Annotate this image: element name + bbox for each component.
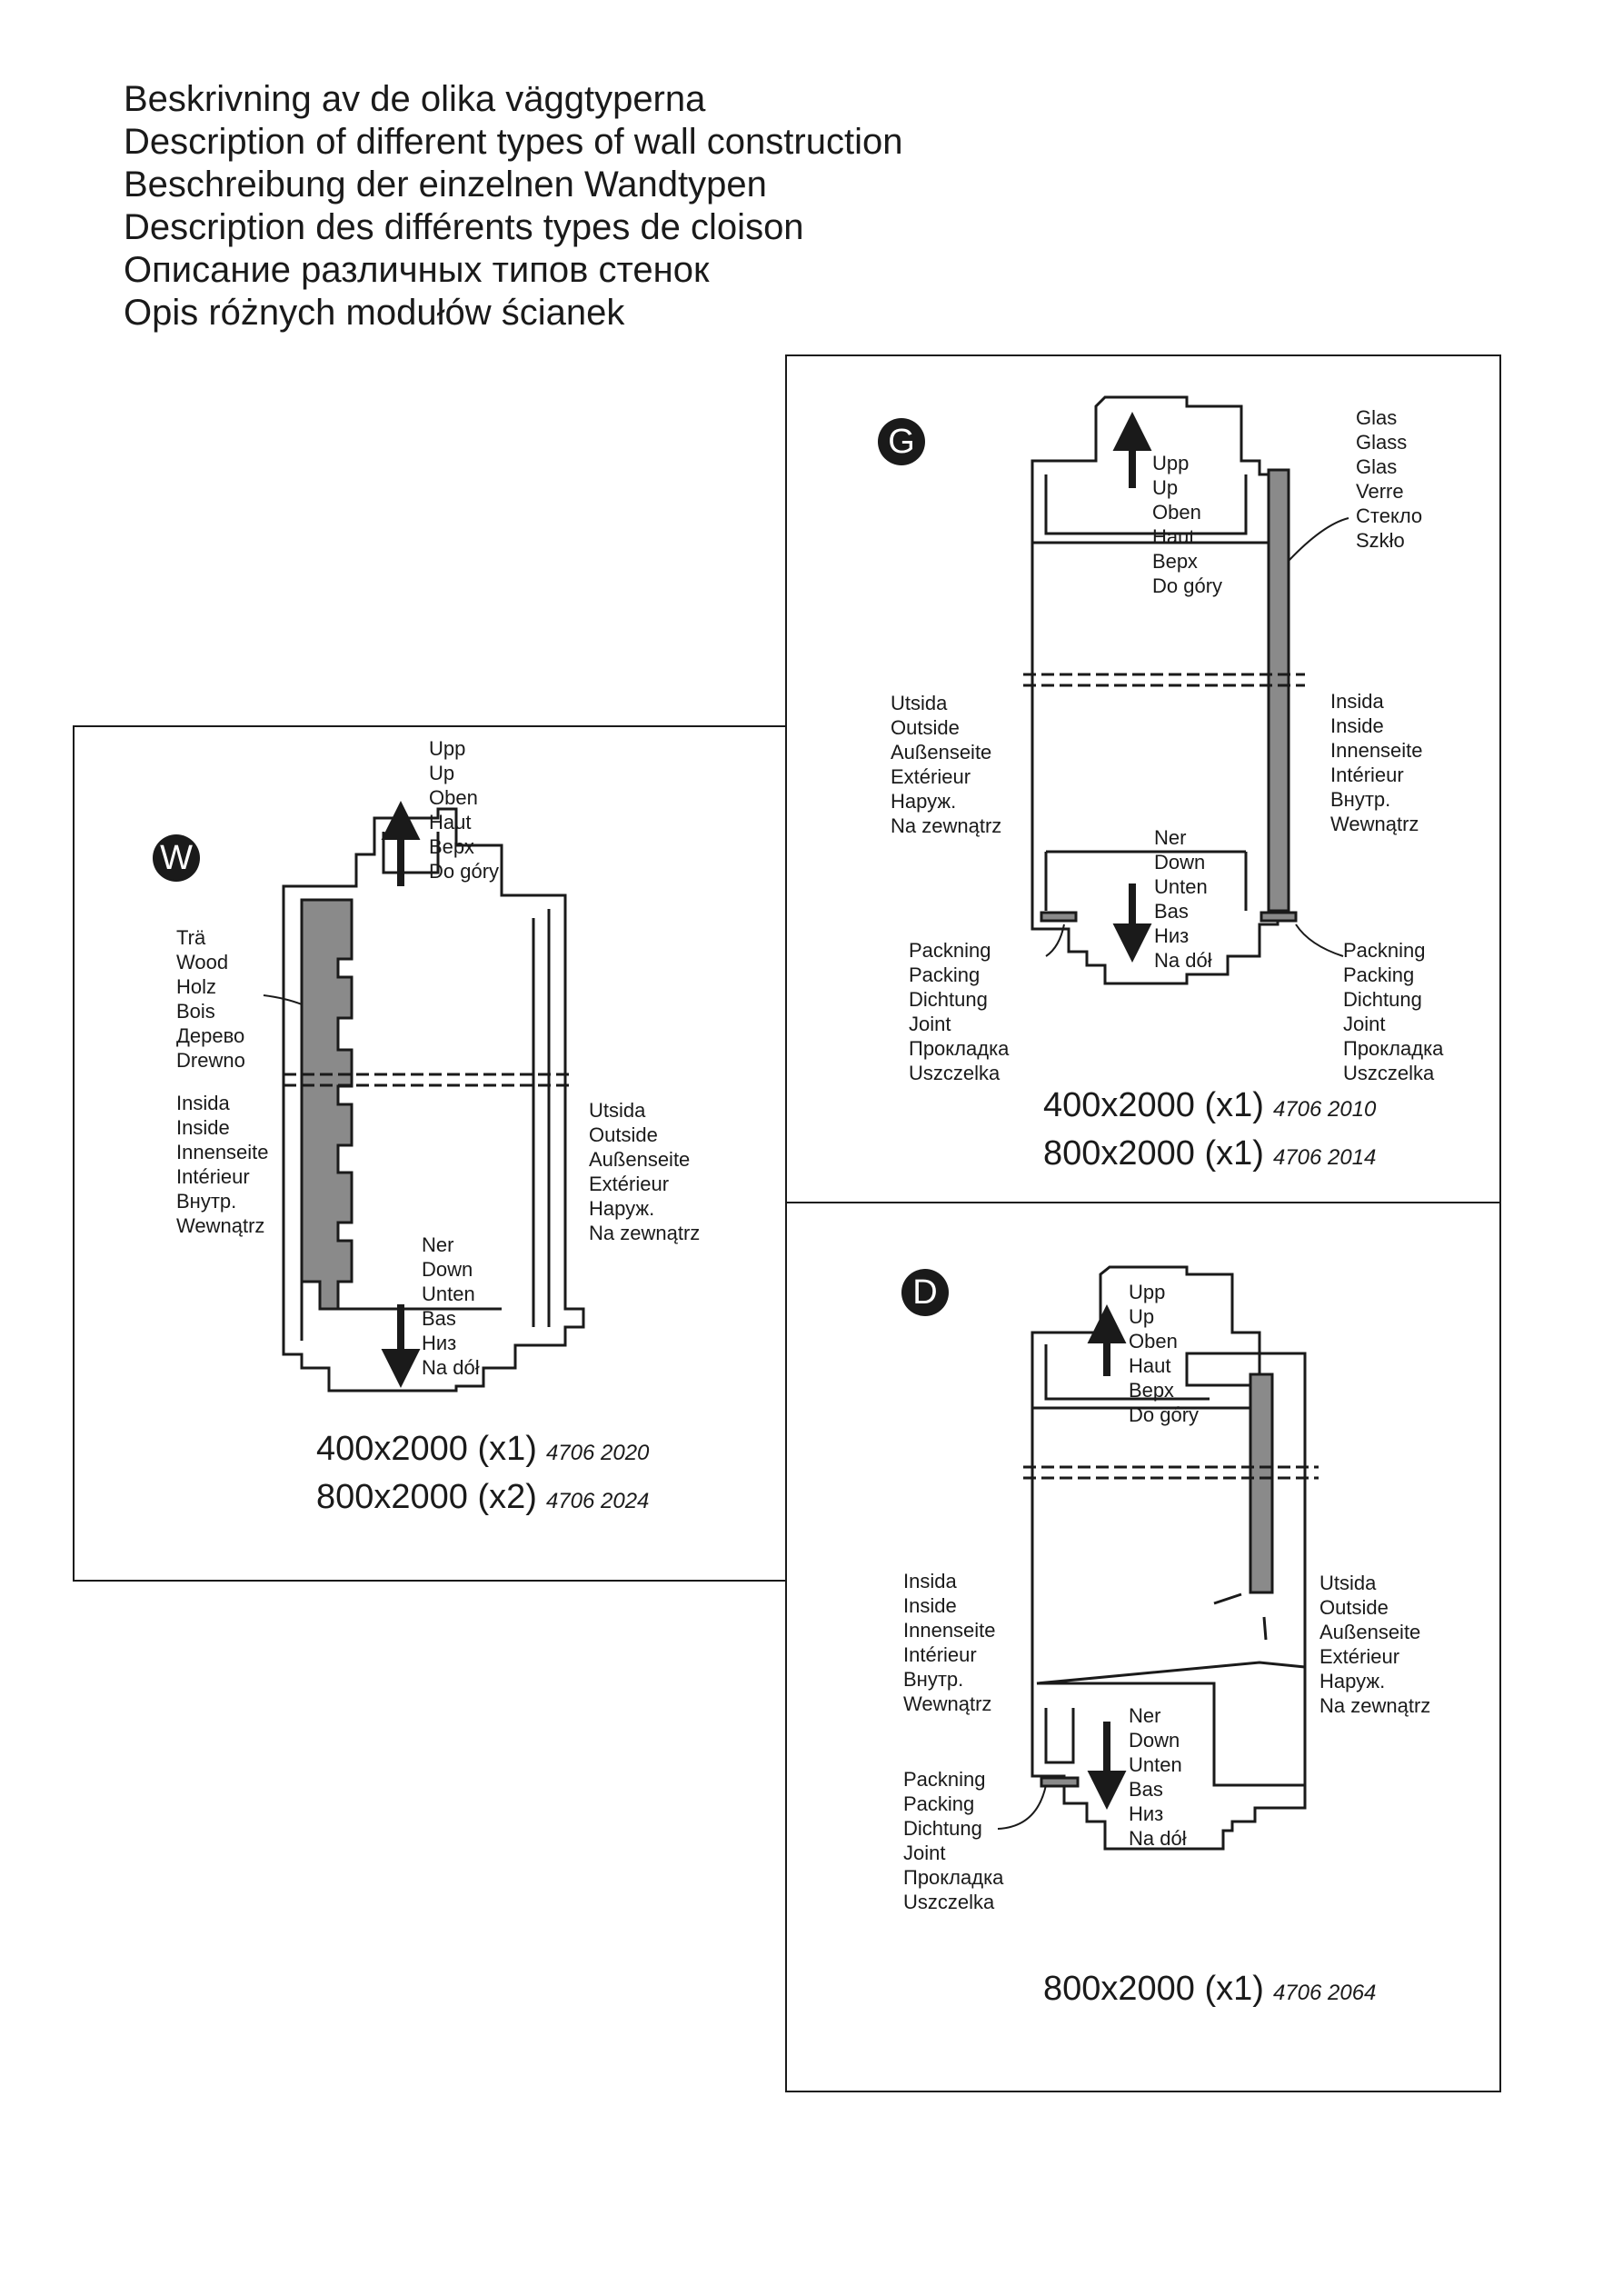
door-section-drawing xyxy=(997,1265,1319,1851)
door-glass-pane xyxy=(1249,1373,1274,1594)
size-list: 400x2000 (x1)4706 2010 800x2000 (x1)4706… xyxy=(1043,1083,1376,1180)
glass-wall-section-drawing xyxy=(1023,395,1349,985)
size-list: 400x2000 (x1)4706 2020 800x2000 (x2)4706… xyxy=(316,1427,649,1523)
badge-d: D xyxy=(901,1269,949,1316)
gasket-right xyxy=(1260,911,1298,923)
size-row: 800x2000 (x1)4706 2064 xyxy=(1043,1970,1377,2008)
size-row: 800x2000 (x1)4706 2014 xyxy=(1043,1134,1377,1173)
title-swedish: Beskrivning av de olika väggtyperna xyxy=(124,79,706,119)
badge-g: G xyxy=(878,418,925,465)
wood-infill-shape xyxy=(300,898,353,1311)
title-polish: Opis różnych modułów ścianek xyxy=(124,293,625,333)
badge-w: W xyxy=(153,834,200,882)
title-english: Description of different types of wall c… xyxy=(124,122,903,162)
size-list: 800x2000 (x1)4706 2064 xyxy=(1043,1967,1376,2015)
wood-wall-section-drawing xyxy=(263,801,585,1393)
size-row: 800x2000 (x2)4706 2024 xyxy=(316,1478,650,1516)
size-row: 400x2000 (x1)4706 2010 xyxy=(1043,1086,1377,1124)
gasket-left xyxy=(1040,911,1078,923)
title-russian: Описание различных типов стенок xyxy=(124,250,710,290)
title-german: Beschreibung der einzelnen Wandtypen xyxy=(124,165,767,205)
glass-pane xyxy=(1267,468,1290,913)
title-block: Beskrivning av de olika väggtyperna Desc… xyxy=(124,78,902,334)
title-french: Description des différents types de cloi… xyxy=(124,207,804,247)
gasket-bottom xyxy=(1040,1776,1080,1788)
size-row: 400x2000 (x1)4706 2020 xyxy=(316,1430,650,1468)
